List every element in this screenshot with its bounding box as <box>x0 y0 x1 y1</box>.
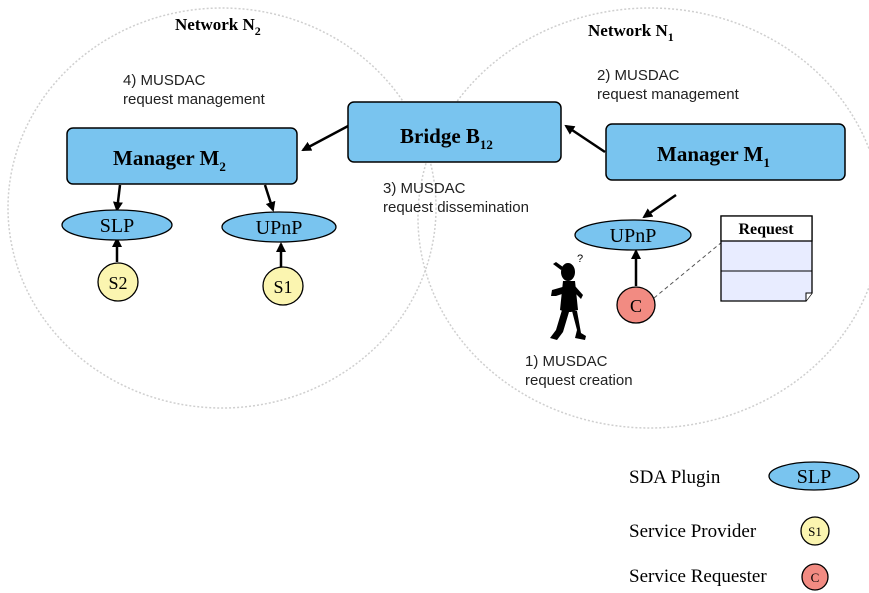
svg-text:Manager M2: Manager M2 <box>113 146 226 174</box>
arrow-manager-m2-to-upnp <box>263 184 276 212</box>
network-n1-title: Network N1 <box>588 21 674 44</box>
arrow-manager-m2-to-slp <box>112 184 123 212</box>
svg-text:Request: Request <box>738 221 794 238</box>
legend: SDA Plugin SLP Service Provider S1 Servi… <box>629 461 860 591</box>
legend-service-requester-swatch <box>801 563 829 591</box>
upnp-plugin-n2[interactable]: UPnP <box>221 211 337 243</box>
network-n2-title: Network N2 <box>175 15 261 38</box>
svg-text:C: C <box>811 570 820 585</box>
request-document: Request <box>720 215 813 302</box>
legend-sda-plugin-label: SDA Plugin <box>629 467 721 488</box>
slp-plugin-n2[interactable]: SLP <box>61 209 173 241</box>
svg-text:S2: S2 <box>108 273 127 293</box>
service-requester-c[interactable]: C <box>616 286 656 324</box>
svg-text:SLP: SLP <box>100 215 134 237</box>
bridge-b12-box[interactable]: Bridge B12 <box>347 101 562 163</box>
svg-text:?: ? <box>577 253 583 265</box>
network-n2-circle <box>7 7 437 409</box>
legend-service-provider-swatch <box>800 516 830 546</box>
request-link-line <box>653 241 723 299</box>
upnp-plugin-n1[interactable]: UPnP <box>574 219 692 251</box>
legend-service-provider-label: Service Provider <box>629 521 757 542</box>
svg-text:C: C <box>630 296 642 316</box>
user-figure-icon: ? <box>550 253 586 340</box>
svg-text:S1: S1 <box>273 277 292 297</box>
service-provider-s2[interactable]: S2 <box>97 262 139 302</box>
legend-sda-plugin-swatch <box>768 461 860 491</box>
arrow-bridge-to-manager-m2 <box>301 123 351 152</box>
network-n1-circle <box>417 7 869 429</box>
svg-text:UPnP: UPnP <box>610 225 657 247</box>
arrow-manager-m1-to-upnp <box>642 193 677 219</box>
svg-text:Manager M1: Manager M1 <box>657 142 770 170</box>
manager-m1-box[interactable]: Manager M1 <box>605 123 846 181</box>
svg-text:SLP: SLP <box>797 466 831 488</box>
legend-service-requester-label: Service Requester <box>629 566 767 587</box>
arrow-manager-m1-to-bridge <box>564 124 606 154</box>
service-provider-s1[interactable]: S1 <box>262 266 304 306</box>
svg-text:S1: S1 <box>808 524 822 539</box>
svg-text:Bridge B12: Bridge B12 <box>400 124 493 152</box>
svg-text:UPnP: UPnP <box>256 217 303 239</box>
manager-m2-box[interactable]: Manager M2 <box>66 127 298 185</box>
